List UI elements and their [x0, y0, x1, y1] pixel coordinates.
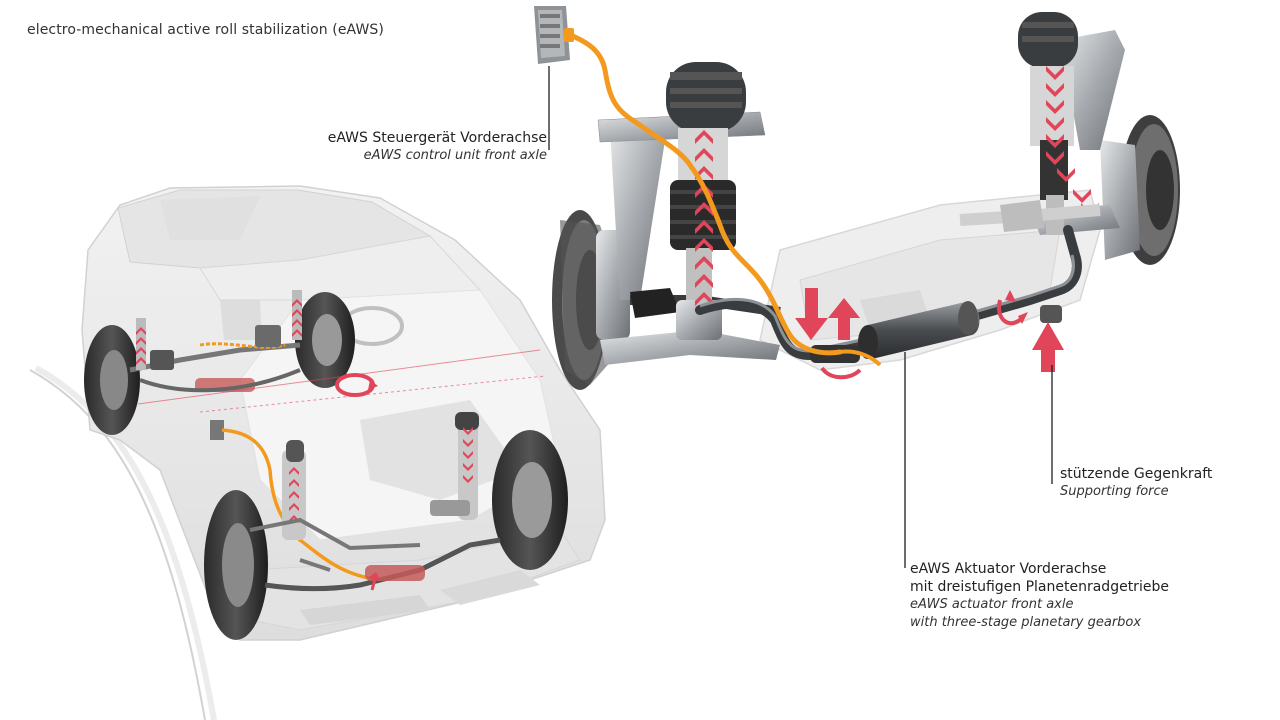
label-actuator-de-2: mit dreistufigen Planetenradgetriebe	[910, 579, 1169, 595]
label-actuator-en-1: eAWS actuator front axle	[910, 597, 1074, 612]
front-axle-detail	[534, 6, 1180, 390]
label-control-unit-en: eAWS control unit front axle	[363, 148, 547, 163]
label-control-unit: eAWS Steuergerät Vorderachse eAWS contro…	[328, 129, 547, 165]
road-curve	[29, 365, 217, 720]
label-supporting-force: stützende Gegenkraft Supporting force	[1060, 465, 1212, 501]
front-axle-small	[204, 412, 568, 640]
label-supporting-force-en: Supporting force	[1060, 484, 1169, 499]
label-control-unit-de: eAWS Steuergerät Vorderachse	[327, 130, 547, 146]
rear-axle-small	[84, 290, 355, 435]
force-arrows	[795, 288, 1064, 380]
diagram-title: electro-mechanical active roll stabiliza…	[27, 22, 384, 38]
label-supporting-force-de: stützende Gegenkraft	[1060, 466, 1213, 482]
leader-lines	[548, 66, 1053, 568]
label-actuator-de-1: eAWS Aktuator Vorderachse	[910, 561, 1107, 577]
ghost-car-body	[81, 185, 606, 641]
label-actuator-en-2: with three-stage planetary gearbox	[910, 615, 1142, 630]
label-actuator: eAWS Aktuator Vorderachse mit dreistufig…	[910, 560, 1169, 632]
roll-axis-lines	[137, 349, 546, 413]
